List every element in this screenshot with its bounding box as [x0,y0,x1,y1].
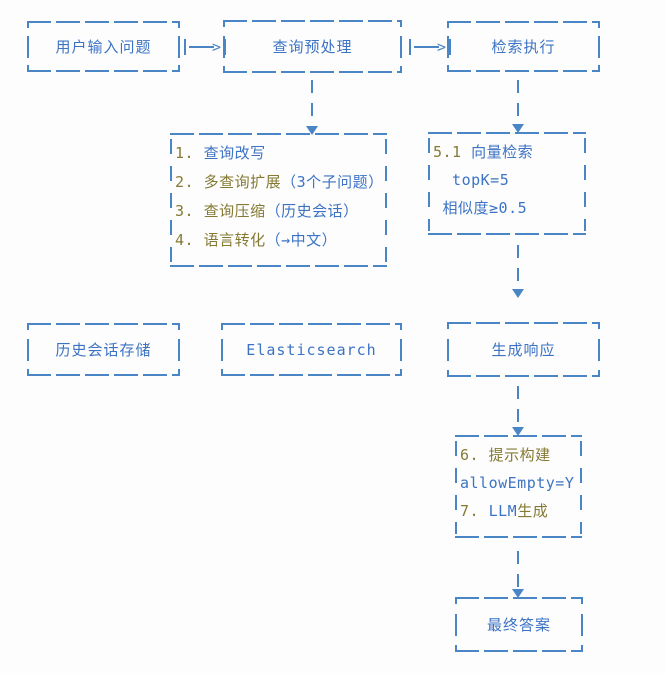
text-segment: 语言转化 [203,231,266,249]
arrow-tail-bar [184,39,186,55]
detail-line: 1. 查询改写 [175,139,387,168]
text-segment: LLM [488,502,518,520]
detail-line: 2. 多查询扩展（3个子问题） [175,168,387,197]
node-elasticsearch-label: Elasticsearch [246,340,377,359]
detail-line: 6. 提示构建 [460,441,582,469]
connector-line-generate [517,245,519,287]
node-preprocess-steps: 1. 查询改写 2. 多查询扩展（3个子问题） 3. 查询压缩（历史会话） 4.… [170,133,387,267]
arrow-right-head-icon: > [212,38,222,56]
detail-line: 7. LLM生成 [460,497,582,525]
arrow-right-head-icon: > [437,38,447,56]
text-segment: 4. [175,231,204,249]
text-segment: 向量检索 [471,143,534,161]
node-retrieval-exec: 检索执行 [447,21,600,72]
text-segment: 相似度≥0.5 [433,199,528,217]
text-segment: （3个子问题） [281,173,384,191]
detail-line: topK=5 [433,166,586,194]
text-segment: 2. [175,173,204,191]
node-final-answer: 最终答案 [455,597,583,652]
arrow-down-icon [306,126,318,135]
node-user-input-label: 用户输入问题 [55,38,152,56]
node-prompt-llm: 6. 提示构建 allowEmpty=Y 7. LLM生成 [455,435,582,538]
detail-line: 3. 查询压缩（历史会话） [175,197,387,226]
detail-line: allowEmpty=Y [460,469,582,497]
connector-line-preprocess [311,80,313,126]
connector-line-final [517,551,519,589]
arrow-shaft [414,46,439,48]
arrow-tail-bar [409,39,411,55]
text-segment: 查询压缩 [203,202,266,220]
text-segment: topK=5 [433,171,510,189]
connector-line-retrieval [517,80,519,124]
node-history-store: 历史会话存储 [27,323,180,376]
arrow-right-1: > [184,38,227,56]
text-segment: 生成 [517,502,549,520]
node-query-preprocess-label: 查询预处理 [272,38,353,56]
node-retrieval-exec-label: 检索执行 [491,38,556,56]
text-segment: 7. [460,502,489,520]
arrow-down-icon [512,427,524,436]
text-segment: 查询改写 [203,144,266,162]
node-user-input: 用户输入问题 [27,21,180,72]
arrow-down-icon [512,289,524,298]
arrow-down-icon [512,589,524,598]
node-generate-response-label: 生成响应 [491,341,556,359]
connector-line-prompt [517,386,519,427]
text-segment: （→中文） [265,231,338,249]
arrow-down-icon [512,124,524,133]
node-elasticsearch: Elasticsearch [221,323,402,376]
text-segment: 提示构建 [488,446,551,464]
text-segment: allowEmpty=Y [460,474,575,492]
text-segment: 3. [175,202,204,220]
arrow-shaft [189,46,214,48]
node-vector-search: 5.1 向量检索 topK=5 相似度≥0.5 [428,132,586,235]
text-segment: （历史会话） [265,202,359,220]
text-segment: 1. [175,144,204,162]
node-query-preprocess: 查询预处理 [223,20,402,73]
text-segment: 5.1 [433,143,472,161]
node-generate-response: 生成响应 [447,322,600,377]
arrow-right-2: > [409,38,452,56]
text-segment: 多查询扩展 [203,173,282,191]
text-segment: 6. [460,446,489,464]
node-history-store-label: 历史会话存储 [55,341,152,359]
node-final-answer-label: 最终答案 [486,616,551,634]
detail-line: 4. 语言转化（→中文） [175,226,387,255]
detail-line: 5.1 向量检索 [433,138,586,166]
detail-line: 相似度≥0.5 [433,194,586,222]
